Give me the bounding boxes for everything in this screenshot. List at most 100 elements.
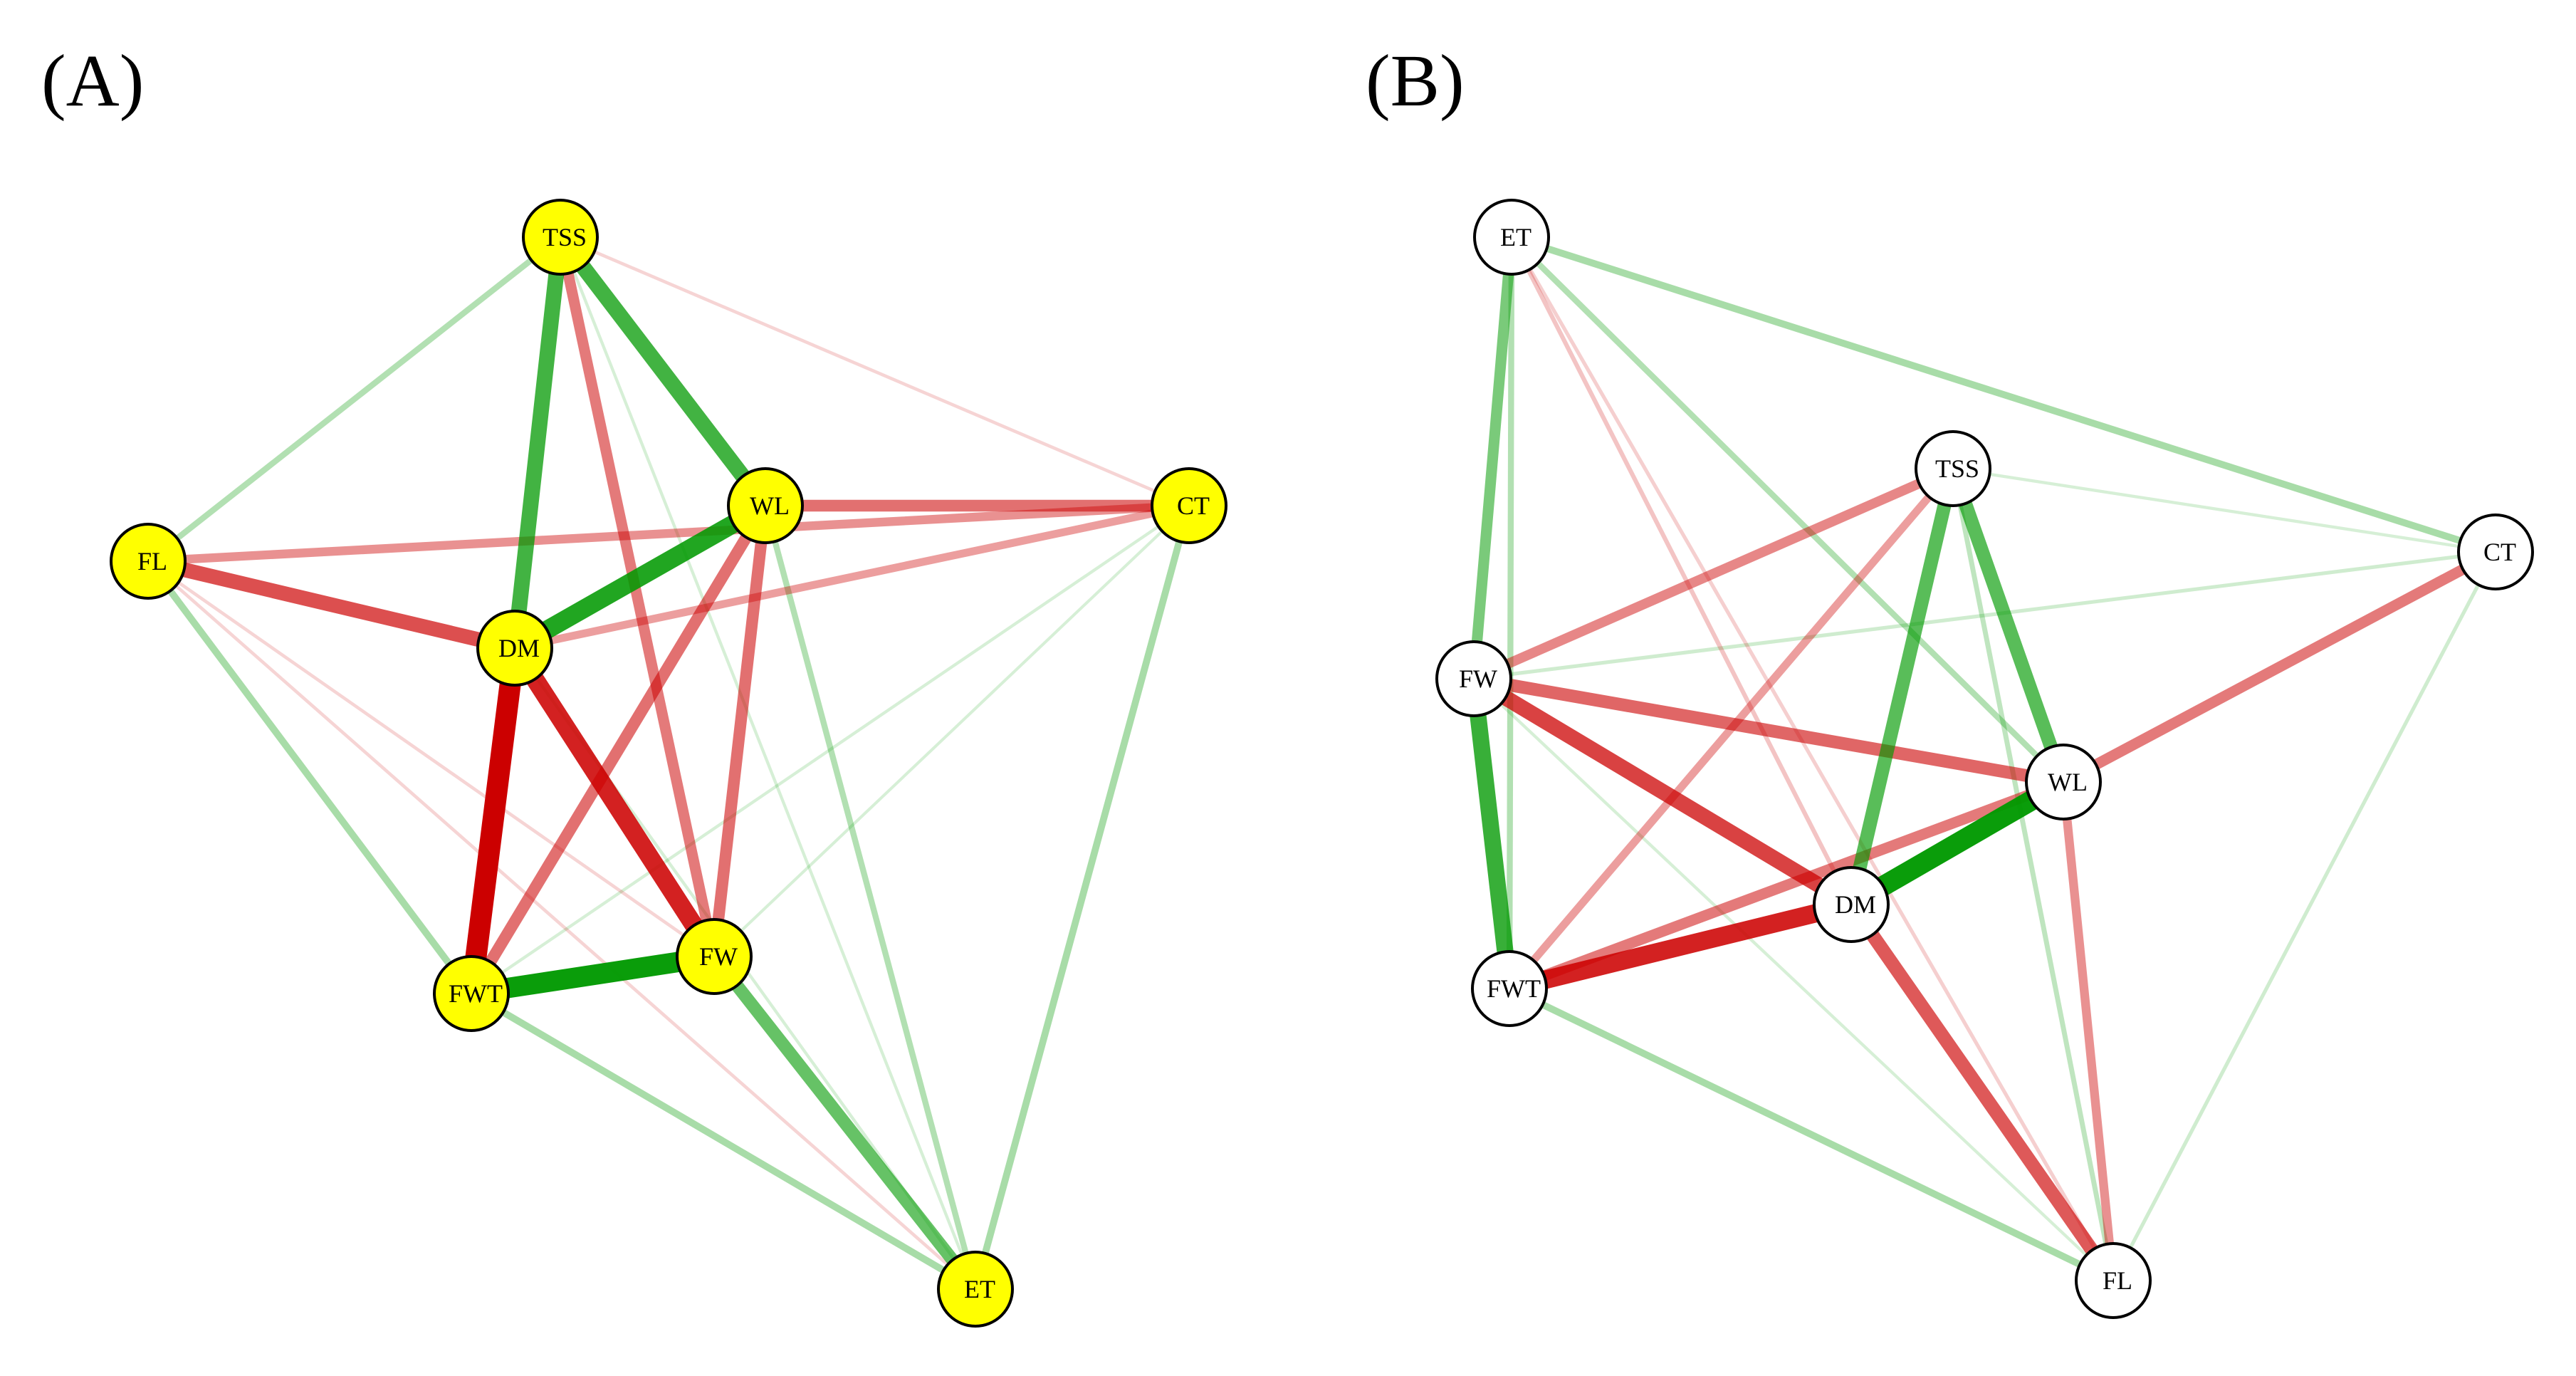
panel-b-node-circle [1915,430,1991,507]
panel-a-edges [140,229,1195,1296]
panel-a-edge-dm-fw [506,639,723,966]
panel-b-label: (B) [1366,40,1465,122]
panel-b-node-circle [1473,199,1550,276]
panel-a-nodes: TSS WL CT FL DM FW FWT ET [110,199,1227,1328]
panel-b-edge-et-ct [1508,234,2499,556]
panel-b-edge-et-wl [1508,234,2067,786]
panel-b-node-fl: FL [2075,1242,2152,1319]
panel-b-node-label: CT [2483,538,2516,566]
panel-b-node-fwt: FWT [1471,950,1548,1027]
panel-a-node-fw: FW [676,918,753,995]
panel-a-edge-tss-dm [507,229,568,656]
panel-b-node-et: ET [1473,199,1550,276]
panel-b-edge-tss-fw [1469,464,1958,684]
panel-b-edge-fw-dm [1466,671,1859,912]
panel-a-node-circle [727,467,804,544]
panel-b-edge-fw-fl [1472,677,2115,1283]
panel-a-edge-fwt-fw [461,946,725,1004]
panel-a-node-ct: CT [1151,467,1227,544]
panel-a-node-circle [937,1251,1014,1328]
panel-a-edge-fl-fwt [145,558,475,997]
panel-a-node-label: WL [750,491,790,520]
panel-a-edge-fl-fw [146,559,716,959]
panel-a-edge-tss-et [558,235,978,1291]
panel-a-node-circle [110,523,187,600]
panel-a-node-fwt: FWT [433,955,510,1032]
panel-a-edge-fw-et [708,950,982,1296]
panel-b-edge-tss-ct [1951,467,2498,554]
panel-b-edges [1465,231,2501,1288]
panel-b-edge-fw-wl [1467,672,2070,788]
panel-a-edge-dm-fwt [461,637,525,1004]
panel-b-node-label: WL [2048,768,2088,796]
panel-b-node-wl: WL [2025,744,2102,820]
panel-a-edge-fw-ct [712,504,1191,959]
panel-b-edge-ct-fl [2111,550,2498,1283]
panel-a-node-et: ET [937,1251,1014,1328]
panel-a-edge-wl-fw [708,499,772,963]
panel-a-edge-fwt-et [468,990,979,1293]
panel-b-edge-dm-fl [1844,897,2120,1288]
panel-a-label: (A) [41,40,144,122]
panel-a-node-dm: DM [476,610,553,687]
panel-b-node-label: DM [1835,890,1876,919]
panel-a-node-circle [476,610,553,687]
panel-a-edge-tss-ct [558,235,1191,508]
panel-b-node-label: FW [1459,664,1497,693]
panel-b-node-label: ET [1500,223,1532,251]
panel-a-edge-fl-dm [140,553,523,656]
panel-a-node-fl: FL [110,523,187,600]
panel-b-node-dm: DM [1813,866,1890,943]
panel-a-edge-wl-fwt [465,499,772,1000]
panel-b-edge-tss-wl [1946,462,2070,789]
panel-a-node-label: FW [699,942,738,971]
panel-b-edge-et-dm [1509,234,1854,907]
panel-a-edge-wl-et [762,502,979,1293]
panel-b-nodes: ET TSS CT FW WL DM FWT FL [1435,199,2534,1319]
panel-a-node-label: FWT [449,979,503,1008]
panel-a-edge-ct-et [972,502,1193,1293]
panel-a-node-circle [522,199,599,276]
panel-b-edge-fw-ct [1472,550,2498,681]
panel-b-node-circle [1435,640,1512,717]
panel-a-node-label: DM [498,634,540,662]
panel-b-node-circle [2457,514,2534,590]
panel-a-node-wl: WL [727,467,804,544]
panel-b-node-label: FL [2103,1266,2132,1295]
panel-a-node-label: CT [1177,491,1210,520]
panel-a-node-label: FL [137,547,167,575]
panel-a-node-tss: TSS [522,199,599,276]
panel-b-edge-wl-fwt [1504,776,2069,994]
panel-a-node-circle [433,955,510,1032]
panel-b-node-circle [1471,950,1548,1027]
panel-b-node-ct: CT [2457,514,2534,590]
panel-a-edge-tss-fl [145,234,564,565]
panel-b-edge-et-fw [1468,231,1517,684]
panel-a-edge-tss-wl [553,229,773,514]
panel-b-node-label: FWT [1487,974,1541,1003]
panel-b-node-circle [2075,1242,2152,1319]
panel-a-edge-fl-ct [143,501,1194,566]
panel-a-edge-dm-wl [506,496,775,657]
panel-b-edge-et-fl [1509,235,2115,1283]
panel-b-node-fw: FW [1435,640,1512,717]
panel-a-node-label: ET [964,1275,995,1303]
panel-b-edge-dm-wl [1841,771,2074,915]
panel-b-node-circle [2025,744,2102,820]
panel-a-edge-fl-et [146,559,978,1291]
panel-b-edge-wl-fl [2058,777,2118,1286]
panel-b-edge-tss-fl [1950,466,2116,1283]
panel-a-node-circle [676,918,753,995]
panel-b-node-circle [1813,866,1890,943]
panel-b-node-label: TSS [1935,454,1979,483]
panel-b-edge-wl-ct [2058,546,2501,788]
panel-a-edge-fwt-ct [469,504,1191,996]
panel-b-edge-fw-fwt [1465,670,1518,997]
panel-b-edge-tss-dm [1844,462,1960,912]
panel-a-node-label: TSS [543,223,587,251]
panel-a-node-circle [1151,467,1227,544]
panel-b-edge-dm-fwt [1500,895,1860,998]
panel-b-edge-fwt-fl [1506,985,2117,1284]
panel-a-edge-tss-fw [555,231,720,962]
